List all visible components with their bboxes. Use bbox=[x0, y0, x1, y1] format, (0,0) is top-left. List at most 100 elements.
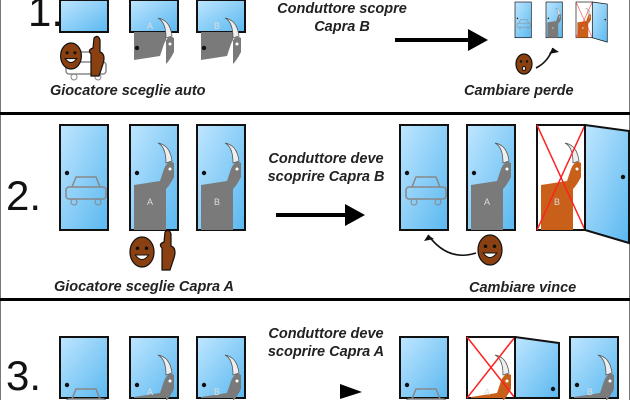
goat-horn bbox=[494, 142, 510, 164]
car-roof bbox=[411, 176, 441, 188]
face bbox=[129, 236, 155, 268]
goat-eye bbox=[559, 16, 561, 18]
goat-body bbox=[201, 32, 241, 64]
door: A bbox=[129, 0, 179, 64]
host-caption-line: Conduttore deve bbox=[268, 326, 384, 342]
goat-horn bbox=[494, 354, 510, 376]
car-wheel bbox=[70, 198, 78, 206]
goat-horn bbox=[224, 17, 240, 39]
goat-eye bbox=[235, 379, 239, 383]
door-knob bbox=[134, 45, 140, 51]
result-caption: Cambiare vince bbox=[469, 280, 577, 296]
goat-eye bbox=[608, 379, 612, 383]
eye bbox=[144, 246, 149, 251]
goat-body bbox=[541, 161, 581, 230]
cross-mark bbox=[575, 1, 593, 38]
face bbox=[477, 234, 503, 266]
car-icon bbox=[65, 388, 107, 400]
mouth bbox=[482, 252, 498, 258]
door bbox=[399, 336, 449, 400]
closed-door bbox=[399, 336, 449, 399]
eye bbox=[65, 51, 69, 55]
goat-body bbox=[201, 161, 241, 230]
arrow-head bbox=[468, 29, 488, 51]
host-caption-line: Capra B bbox=[314, 19, 370, 35]
car-body bbox=[516, 22, 531, 28]
player-caption: Giocatore sceglie Capra A bbox=[54, 279, 234, 295]
door-knob bbox=[471, 170, 477, 176]
open-door-panel bbox=[591, 1, 608, 43]
row-divider bbox=[0, 112, 630, 115]
player-face-icon bbox=[129, 236, 155, 268]
cross-mark bbox=[536, 124, 586, 231]
door bbox=[399, 124, 449, 231]
host-caption-line: Conduttore deve bbox=[268, 151, 384, 167]
goat-label: B bbox=[587, 387, 593, 397]
row-number: 2. bbox=[6, 172, 42, 219]
arrow-head bbox=[345, 204, 365, 226]
host-caption-line: scoprire Capra A bbox=[267, 344, 385, 360]
door-knob bbox=[134, 382, 140, 388]
goat-label: B bbox=[554, 197, 560, 207]
closed-door bbox=[59, 0, 109, 33]
car-roof bbox=[411, 388, 441, 400]
open-door-panel bbox=[584, 123, 630, 245]
goat-label: A bbox=[484, 387, 490, 397]
goat-label: A bbox=[147, 197, 153, 207]
row-number: 1. bbox=[28, 0, 64, 35]
goat-horn bbox=[224, 354, 240, 376]
door-knob bbox=[64, 170, 70, 176]
door: B bbox=[569, 336, 619, 400]
door-knob bbox=[620, 174, 626, 180]
car-wheel bbox=[70, 73, 78, 81]
door bbox=[59, 336, 109, 400]
goat-body bbox=[134, 161, 174, 230]
closed-door bbox=[59, 336, 109, 399]
result-caption: Cambiare perde bbox=[464, 83, 574, 99]
goat-label: A bbox=[552, 26, 555, 30]
car-body bbox=[405, 398, 447, 400]
pointing-finger-icon bbox=[88, 35, 105, 77]
goat-label: B bbox=[214, 387, 220, 397]
open-door-panel bbox=[514, 335, 560, 399]
car-body bbox=[405, 186, 447, 200]
door-knob bbox=[64, 382, 70, 388]
goat-icon: A bbox=[547, 7, 561, 38]
eye bbox=[483, 244, 488, 249]
goat-label: A bbox=[147, 387, 153, 397]
frame-left bbox=[0, 0, 1, 400]
goat-eye bbox=[575, 167, 579, 171]
mouth bbox=[522, 66, 526, 71]
car-icon bbox=[405, 176, 447, 206]
goat-horn bbox=[157, 17, 173, 39]
eye bbox=[492, 244, 497, 249]
door: B bbox=[196, 124, 246, 231]
goat-body bbox=[471, 161, 511, 230]
car-icon bbox=[65, 176, 107, 206]
face bbox=[515, 53, 533, 75]
player-face-icon bbox=[59, 42, 82, 70]
goat-eye bbox=[235, 167, 239, 171]
door-knob bbox=[574, 382, 580, 388]
host-caption-line: scoprire Capra B bbox=[267, 169, 385, 185]
goat-icon: B bbox=[201, 142, 241, 230]
host-caption: Conduttore deve scoprire Capra B bbox=[250, 150, 402, 186]
door-knob bbox=[201, 170, 207, 176]
row-number: 3. bbox=[6, 352, 42, 399]
car-wheel bbox=[434, 198, 442, 206]
goat-icon: A bbox=[471, 142, 511, 230]
host-caption: Conduttore deve scoprire Capra A bbox=[250, 325, 402, 361]
arrow-head bbox=[340, 384, 362, 399]
player-caption: Giocatore sceglie auto bbox=[50, 83, 206, 99]
eye bbox=[519, 60, 523, 63]
door bbox=[59, 124, 109, 231]
goat-label: B bbox=[582, 26, 584, 30]
goat-icon: B bbox=[201, 17, 241, 64]
eye bbox=[135, 246, 140, 251]
door: A bbox=[129, 336, 179, 400]
door-knob bbox=[404, 170, 410, 176]
goat-label: B bbox=[214, 21, 220, 31]
car-wheel bbox=[518, 26, 521, 30]
goat-icon: A bbox=[134, 142, 174, 230]
